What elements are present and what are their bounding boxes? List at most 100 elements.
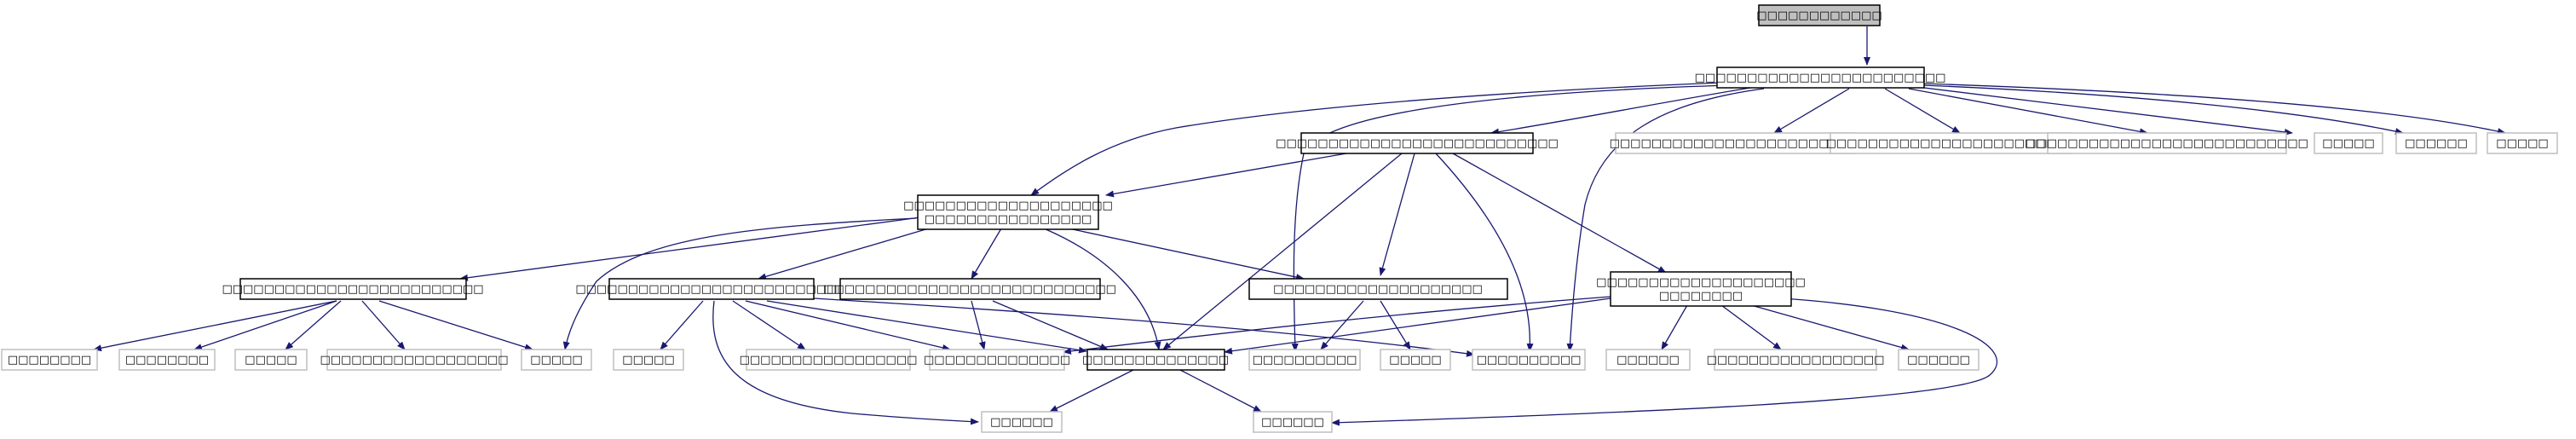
graph-node-external[interactable]: □□□□□ <box>521 349 592 371</box>
edge-n14-n29 <box>1720 304 1782 350</box>
edge-n2-n5 <box>1291 84 1731 352</box>
graph-node-external[interactable]: □□□□□□□□□□□□□□□□□□ <box>320 349 509 371</box>
node-label: □□□□□□ <box>2405 137 2468 150</box>
node-label: □□□□□□ <box>1907 354 1970 367</box>
edge-n5-n32 <box>1179 369 1262 413</box>
node-label: □□□□□□□□□□□□□□ <box>1082 354 1229 367</box>
graph-node-external[interactable]: □□□□□□□□□□□□□□□□□ <box>1707 349 1885 371</box>
node-label: □□□□□□□□□□□□□□□□□□□□□□□□□ <box>222 283 483 296</box>
node-label: □□□□□□□□□□□□□□□□□ <box>740 354 918 367</box>
graph-node-external[interactable]: □□□□□□ <box>1253 411 1333 433</box>
graph-node-root[interactable]: □□□□□□□□□□□□ <box>1756 4 1882 26</box>
node-label: □□□□□□□□□□□□□□□□□□□□□□□□□□□□ <box>823 283 1116 296</box>
graph-node-external[interactable]: □□□□□□ <box>1898 349 1980 371</box>
edge-n2-n11 <box>1921 84 2404 136</box>
edge-n14-n28 <box>1661 304 1688 350</box>
node-label: □□□□□□ <box>1616 354 1680 367</box>
node-label: □□□□□ <box>622 354 674 367</box>
graph-node[interactable]: □□□□□□□□□□□□□□□□□□□□ □□□□□□□□ <box>1596 271 1806 307</box>
graph-node[interactable]: □□□□□□□□□□□□□□□□□□□□□□□□□□ <box>575 278 848 300</box>
edge-n4-n13 <box>1056 225 1305 281</box>
graph-node-external[interactable]: □□□□□ <box>613 349 684 371</box>
node-label: □□□□□□□□□□□□□□□□□□□□□□□□ <box>1695 72 1946 84</box>
graph-node-external[interactable]: □□□□□□□□ <box>1 349 98 371</box>
edge-n16-n25 <box>745 300 951 351</box>
edge-n16-n5 <box>766 300 1087 354</box>
graph-node-external[interactable]: □□□□□□□□□□ <box>1248 349 1361 371</box>
node-label: □□□□□□□□□□□□□□□□□□□□□□□□□□ <box>575 283 847 296</box>
edge-n4-n15 <box>459 217 921 281</box>
graph-node-external[interactable]: □□□□□□ <box>1605 349 1691 371</box>
graph-node-external[interactable]: □□□□□ <box>2487 132 2558 154</box>
graph-node-external[interactable]: □□□□□ <box>1380 349 1451 371</box>
edge-n4-n16 <box>758 222 947 280</box>
node-label: □□□□□□□□□□□□□□□□□ <box>1707 354 1885 367</box>
graph-node-external[interactable]: □□□□□□□□□□□□□□□□□ <box>740 349 918 371</box>
edge-n17-n5 <box>992 300 1109 350</box>
edge-n5-n30 <box>1049 369 1134 413</box>
edge-n16-n6 <box>813 297 1475 357</box>
edge-n15-n22 <box>361 300 406 350</box>
edge-n13-n27 <box>1380 300 1411 350</box>
edge-n3-n14 <box>1452 153 1667 274</box>
edge-n2-n12 <box>1921 83 2506 135</box>
edge-n15-n19 <box>93 300 337 352</box>
graph-node[interactable]: □□□□□□□□□□□□□□□□□□□□□□□□□□□□ <box>823 278 1116 300</box>
graph-node-external[interactable]: □□□□□□□□□□□□□□□□□□□□□□□□□□□ <box>2026 132 2308 154</box>
edge-n2-n10 <box>1916 86 2293 136</box>
graph-node-external[interactable]: □□□□□ <box>2314 132 2383 154</box>
edge-n14-n5 <box>1224 297 1611 355</box>
graph-node-main[interactable]: □□□□□□□□□□□□□□□□□□□□□□□□ <box>1695 66 1946 89</box>
node-label: □□□□□□□□□□ <box>1477 354 1582 367</box>
edge-n16-n24 <box>732 300 806 350</box>
node-label: □□□□□□□□□□□□□□□□□□□□□□□□□□□ <box>2026 137 2308 150</box>
node-label: □□□□□□□□ <box>1659 290 1743 303</box>
node-label: □□□□□□ <box>990 416 1053 429</box>
node-label: □□□□□□□□ <box>125 354 209 367</box>
graph-node[interactable]: □□□□□□□□□□□□□□□□□□□□ □□□□□□□□□□□□□□□□ <box>903 194 1113 230</box>
graph-node-external[interactable]: □□□□□□□□□□ <box>1472 349 1586 371</box>
edge-n14-n25 <box>1063 296 1611 355</box>
edge-n13-n26 <box>1320 300 1364 350</box>
node-label: □□□□□□□□□□□□ <box>1756 9 1882 22</box>
graph-node-external[interactable]: □□□□□□ <box>981 411 1063 433</box>
edge-n17-n25 <box>971 300 986 350</box>
graph-node-external[interactable]: □□□□□□□□□□□□□□□□□□□□□□□□ <box>1610 132 1861 154</box>
node-label: □□□□□ <box>2496 137 2548 150</box>
node-label: □□□□□ <box>2322 137 2374 150</box>
edge-n16-n30 <box>712 300 979 425</box>
graph-node-external[interactable]: □□□□□ <box>234 349 308 371</box>
edge-n3-n6 <box>1435 153 1534 352</box>
node-label: □□□□□□□□□□□□□□□□□□□□□□□□ <box>1610 137 1861 150</box>
graph-node-external[interactable]: □□□□□□□□ <box>118 349 216 371</box>
node-label: □□□□□□□□□□□□□□□□□□□□□□□□ <box>1826 137 2078 150</box>
edge-n3-n4 <box>1105 153 1347 198</box>
edge-n2-n9 <box>1908 88 2148 136</box>
graph-node[interactable]: □□□□□□□□□□□□□□□□□□□□□□□□□ <box>222 278 484 300</box>
edges <box>93 26 2506 426</box>
edge-n3-n5 <box>1162 153 1403 350</box>
edge-n15-n21 <box>285 300 342 350</box>
node-label: □□□□□□ <box>1261 416 1324 429</box>
edge-n4-n18 <box>562 217 917 350</box>
node-label: □□□□□□□□ <box>8 354 91 367</box>
edge-n2-n4 <box>1030 82 1722 196</box>
edge-n4-n17 <box>971 228 1002 280</box>
node-label: □□□□□□□□□□□□□□□□□□ <box>320 354 508 367</box>
graph-node-external[interactable]: □□□□□□□□□□□□□□ <box>924 349 1070 371</box>
graph-node[interactable]: □□□□□□□□□□□□□□□□□□□□□□□□□□□ <box>1276 132 1559 154</box>
node-label: □□□□□□□□□□ <box>1253 354 1357 367</box>
graph-node-external[interactable]: □□□□□□ <box>2395 132 2477 154</box>
edge-n14-n32 <box>1331 296 1998 426</box>
edge-n14-n31 <box>1750 304 1910 351</box>
edge-n2-n6 <box>1566 88 1765 352</box>
node-label: □□□□□ <box>1389 354 1441 367</box>
edge-n3-n13 <box>1379 153 1415 276</box>
edge-n2-n8 <box>1884 88 1961 134</box>
graph-node-external[interactable]: □□□□□□□□□□□□□□□□□□□□□□□□ <box>1826 132 2078 154</box>
node-label: □□□□□□□□□□□□□□□□ <box>925 213 1092 226</box>
graph-node[interactable]: □□□□□□□□□□□□□□□□□□□□ <box>1248 278 1508 300</box>
graph-node[interactable]: □□□□□□□□□□□□□□ <box>1082 349 1229 371</box>
edge-n15-n20 <box>193 300 337 350</box>
